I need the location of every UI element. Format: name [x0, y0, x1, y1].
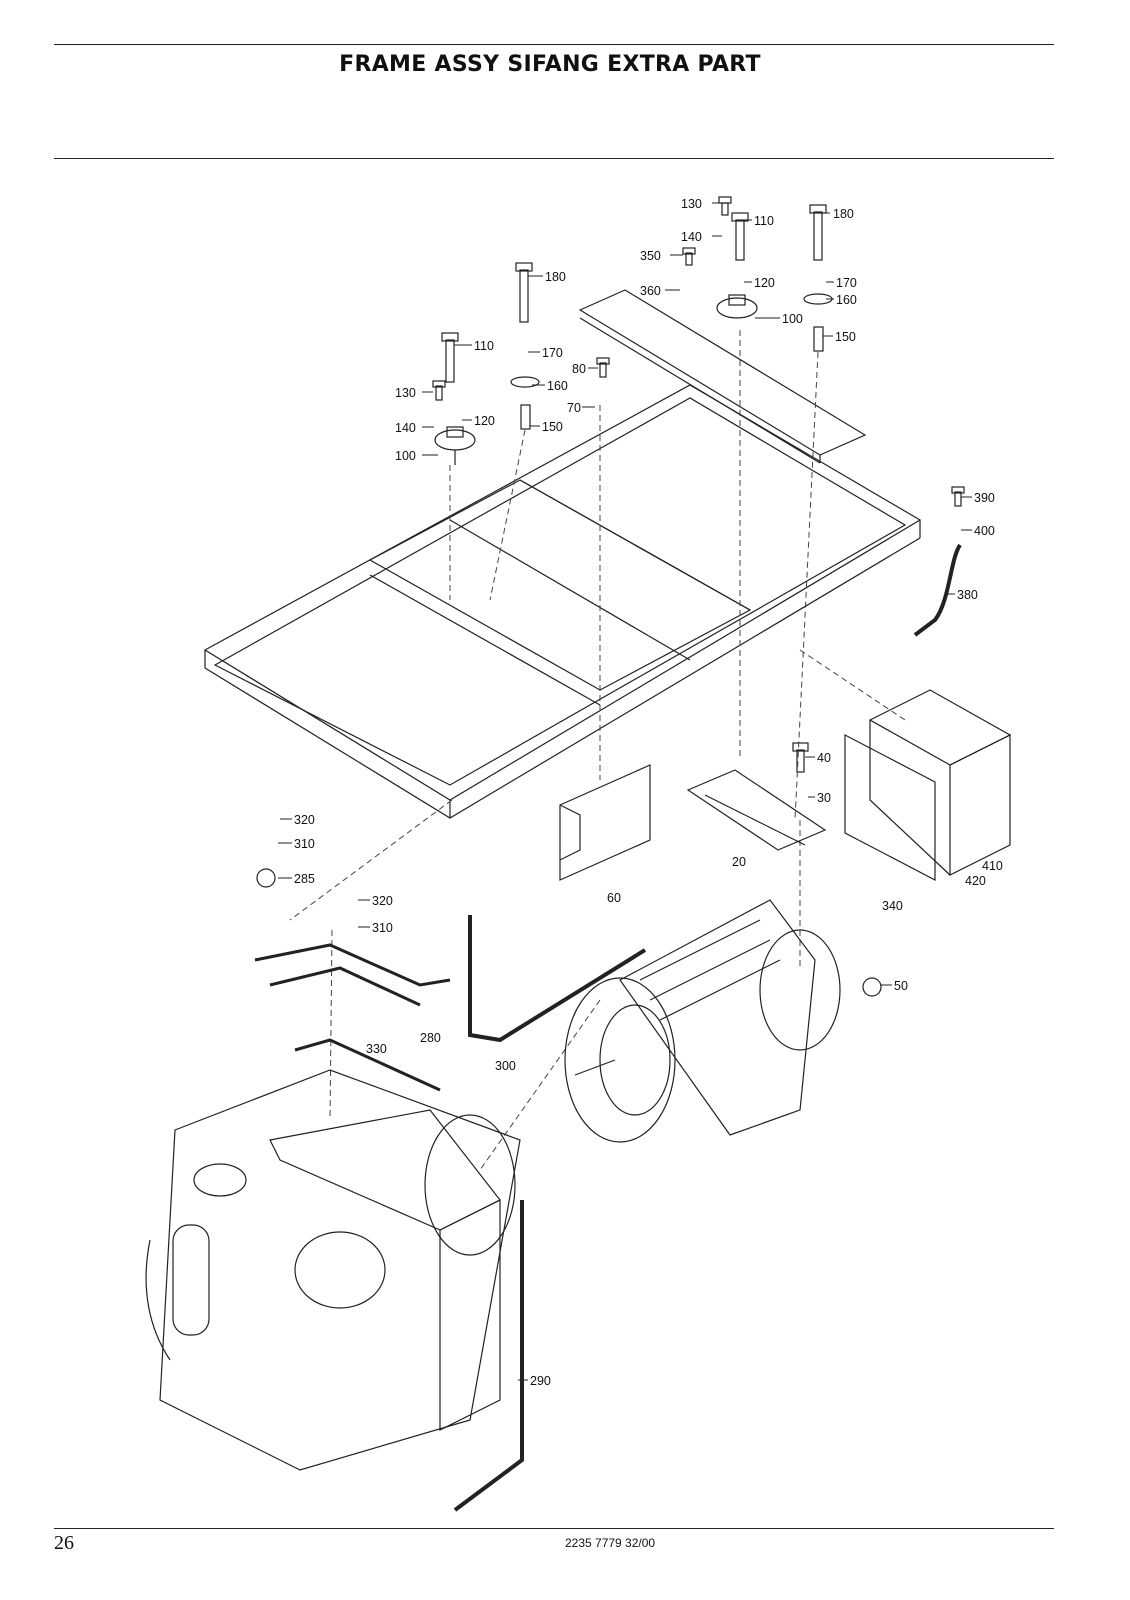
bolts [432, 196, 965, 773]
compressor-unit [145, 1069, 521, 1471]
callouts: 130 110 180 140 350 120 170 360 160 100 … [278, 197, 1003, 1388]
callout-150-a: 150 [835, 330, 856, 344]
callout-140-b: 140 [395, 421, 416, 435]
frame-outline [203, 384, 922, 819]
callout-320-b: 320 [372, 894, 393, 908]
guide-lines [289, 330, 906, 1171]
plate-340 [844, 734, 936, 881]
callout-130-a: 130 [681, 197, 702, 211]
callout-110-b: 110 [474, 339, 494, 353]
callout-290: 290 [530, 1374, 551, 1388]
callout-80: 80 [572, 362, 586, 376]
pipe-300 [468, 915, 647, 1043]
callout-310-b: 310 [372, 921, 393, 935]
title-bottom-rule [54, 158, 1054, 159]
part-285 [256, 868, 276, 888]
callout-120-b: 120 [474, 414, 495, 428]
pipe-290 [453, 1200, 524, 1512]
callout-300: 300 [495, 1059, 516, 1073]
callout-30: 30 [817, 791, 831, 805]
part-50 [862, 977, 882, 997]
strap-380 [913, 543, 962, 637]
callout-160-a: 160 [836, 293, 857, 307]
footer-rule [54, 1528, 1054, 1529]
callout-180-b: 180 [545, 270, 566, 284]
callout-130-b: 130 [395, 386, 416, 400]
callout-360: 360 [640, 284, 661, 298]
top-rail [578, 289, 867, 464]
callout-110-a: 110 [754, 214, 774, 228]
callout-160-b: 160 [547, 379, 568, 393]
electric-motor [564, 899, 841, 1143]
callout-60: 60 [607, 891, 621, 905]
callout-20: 20 [732, 855, 746, 869]
callout-285: 285 [294, 872, 315, 886]
exploded-view-diagram: 130 110 180 140 350 120 170 360 160 100 … [145, 196, 1012, 1512]
callout-330: 330 [366, 1042, 387, 1056]
mount-left [434, 426, 476, 465]
page-title: FRAME ASSY SIFANG EXTRA PART [339, 52, 761, 77]
electrical-box [868, 689, 1012, 876]
callout-320-a: 320 [294, 813, 315, 827]
callout-100-b: 100 [395, 449, 416, 463]
callout-140-a: 140 [681, 230, 702, 244]
callout-350: 350 [640, 249, 661, 263]
page-number: 26 [54, 1532, 74, 1554]
callout-420: 420 [965, 874, 986, 888]
bracket-330 [294, 1038, 441, 1092]
callout-70: 70 [567, 401, 581, 415]
callout-170-a: 170 [836, 276, 857, 290]
callout-120-a: 120 [754, 276, 775, 290]
bracket-280 [254, 943, 451, 1007]
callout-310-a: 310 [294, 837, 315, 851]
callout-50: 50 [894, 979, 908, 993]
callout-170-b: 170 [542, 346, 563, 360]
callout-100-a: 100 [782, 312, 803, 326]
callout-280: 280 [420, 1031, 441, 1045]
bracket-20 [686, 769, 827, 851]
callout-400: 400 [974, 524, 995, 538]
callout-40: 40 [817, 751, 831, 765]
callout-180-a: 180 [833, 207, 854, 221]
mount-right [716, 294, 758, 319]
bracket-60 [559, 764, 651, 881]
document-number: 2235 7779 32/00 [565, 1536, 656, 1550]
callout-380: 380 [957, 588, 978, 602]
top-rule [54, 44, 1054, 45]
callout-410: 410 [982, 859, 1003, 873]
callout-150-b: 150 [542, 420, 563, 434]
callout-390: 390 [974, 491, 995, 505]
callout-340: 340 [882, 899, 903, 913]
